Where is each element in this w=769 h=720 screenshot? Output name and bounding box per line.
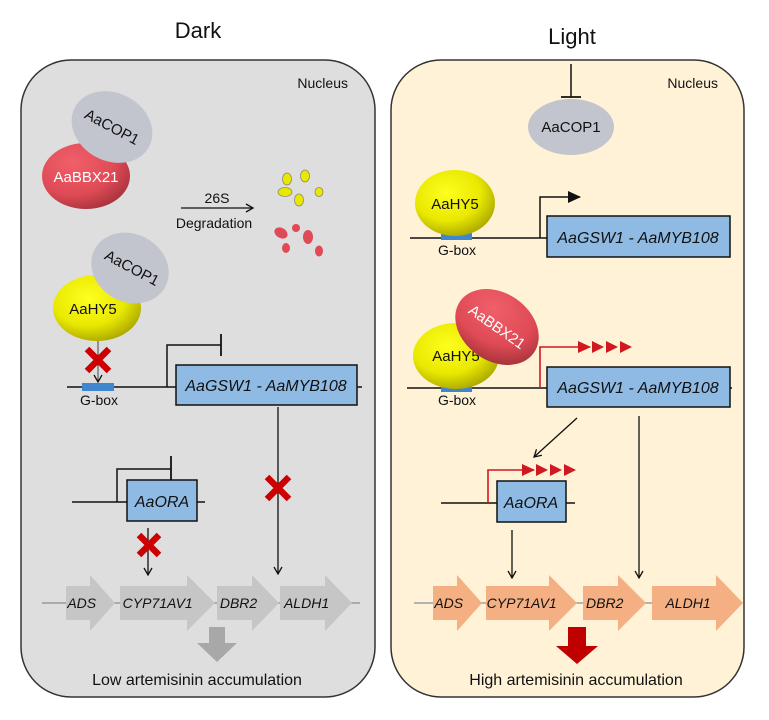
light-gsw1-promoter-enhanced bbox=[539, 341, 591, 388]
light-cop1-protein bbox=[528, 99, 614, 155]
dark-nucleus-label: Nucleus bbox=[297, 75, 348, 91]
dark-pathway-genes: ADS CYP71AV1 DBR2 ALDH1 bbox=[66, 575, 352, 631]
dark-panel: Dark Nucleus AaBBX21 AaCOP1 26S Degradat… bbox=[20, 18, 376, 698]
dark-ora-gene bbox=[126, 479, 198, 522]
light-nucleus-label: Nucleus bbox=[667, 75, 718, 91]
dark-pathway-gene-arrow bbox=[120, 575, 215, 631]
red-x-icon bbox=[136, 532, 162, 558]
light-pathway-gene-arrow bbox=[652, 575, 743, 631]
degradation-label: Degradation bbox=[176, 215, 252, 231]
light-pathway-gene-label: CYP71AV1 bbox=[487, 595, 557, 611]
dark-ora-label: AaORA bbox=[134, 494, 189, 511]
dark-cop1-protein-1 bbox=[71, 91, 153, 163]
light-pathway-gene-arrow bbox=[433, 575, 482, 631]
dark-degradation: 26S Degradation bbox=[176, 169, 324, 257]
enhanced-transcription-icon bbox=[536, 464, 576, 476]
light-gsw1-to-ora-arrow bbox=[533, 417, 578, 458]
dark-pathway-gene-label: ALDH1 bbox=[283, 595, 329, 611]
light-result-arrow bbox=[556, 627, 598, 664]
dark-result-arrow bbox=[197, 627, 237, 662]
light-hy5-label-2: AaHY5 bbox=[432, 348, 480, 365]
dark-gsw1-myb108-gene bbox=[175, 364, 358, 406]
light-pathway-gene-arrow bbox=[486, 575, 577, 631]
dark-cop1-hy5-complex: AaHY5 AaCOP1 bbox=[53, 232, 169, 341]
light-pathway-gene-label: ALDH1 bbox=[664, 595, 710, 611]
dark-pathway-gene-label: DBR2 bbox=[220, 595, 258, 611]
dark-pathway-gene-label: ADS bbox=[66, 595, 96, 611]
light-result-label: High artemisinin accumulation bbox=[469, 672, 682, 689]
degraded-hy5-fragments bbox=[277, 169, 324, 207]
red-x-icon bbox=[84, 346, 112, 374]
light-gsw1-promoter-active bbox=[539, 191, 581, 238]
dark-bbx21-label: AaBBX21 bbox=[53, 169, 118, 186]
light-gbox-label-2: G-box bbox=[438, 392, 476, 408]
degraded-bbx21-fragments bbox=[274, 224, 323, 257]
dark-hy5-label: AaHY5 bbox=[69, 301, 117, 318]
dark-cop1-protein-2 bbox=[91, 232, 169, 304]
dark-pathway-gene-label: CYP71AV1 bbox=[123, 595, 193, 611]
dark-cop1-bbx21-complex: AaBBX21 AaCOP1 bbox=[42, 91, 153, 209]
light-gsw1-myb108-gene-1 bbox=[546, 215, 731, 258]
dark-pathway-gene-arrow bbox=[280, 575, 352, 631]
light-bbx21-protein bbox=[455, 289, 539, 365]
dark-gsw1-promoter-repressed bbox=[166, 344, 221, 387]
enhanced-transcription-icon bbox=[592, 341, 632, 353]
light-gbox-label-1: G-box bbox=[438, 242, 476, 258]
light-pathway-gene-label: ADS bbox=[433, 595, 463, 611]
light-hy5-label-1: AaHY5 bbox=[431, 196, 479, 213]
light-pathway-gene-arrow bbox=[583, 575, 646, 631]
degradation-26s-label: 26S bbox=[205, 190, 230, 206]
light-hy5-protein-1 bbox=[415, 170, 495, 236]
dark-gbox bbox=[82, 383, 114, 391]
light-ora-label: AaORA bbox=[503, 495, 558, 512]
dark-title: Dark bbox=[175, 18, 222, 43]
light-pathway-gene-label: DBR2 bbox=[586, 595, 624, 611]
red-x-icon bbox=[264, 474, 292, 502]
light-title: Light bbox=[548, 24, 596, 49]
light-gsw1-myb108-gene-2 bbox=[546, 366, 731, 408]
light-panel: Light Nucleus AaCOP1 AaHY5 G-box AaGSW1 … bbox=[390, 24, 745, 698]
light-ora-promoter-enhanced bbox=[487, 464, 535, 503]
dark-gbox-label: G-box bbox=[80, 392, 118, 408]
dark-gsw1-myb108-label: AaGSW1 - AaMYB108 bbox=[184, 378, 346, 395]
dark-ora-promoter-repressed bbox=[116, 468, 171, 502]
light-pathway-genes: ADS CYP71AV1 DBR2 ALDH1 bbox=[433, 575, 743, 631]
dark-result-label: Low artemisinin accumulation bbox=[92, 672, 302, 689]
light-ora-gene bbox=[496, 480, 567, 523]
dark-pathway-gene-arrow bbox=[217, 575, 279, 631]
dark-pathway-gene-arrow bbox=[66, 575, 115, 631]
light-cop1-label: AaCOP1 bbox=[541, 119, 600, 136]
light-gsw1-myb108-label-2: AaGSW1 - AaMYB108 bbox=[556, 380, 718, 397]
light-gsw1-myb108-label-1: AaGSW1 - AaMYB108 bbox=[556, 230, 718, 247]
